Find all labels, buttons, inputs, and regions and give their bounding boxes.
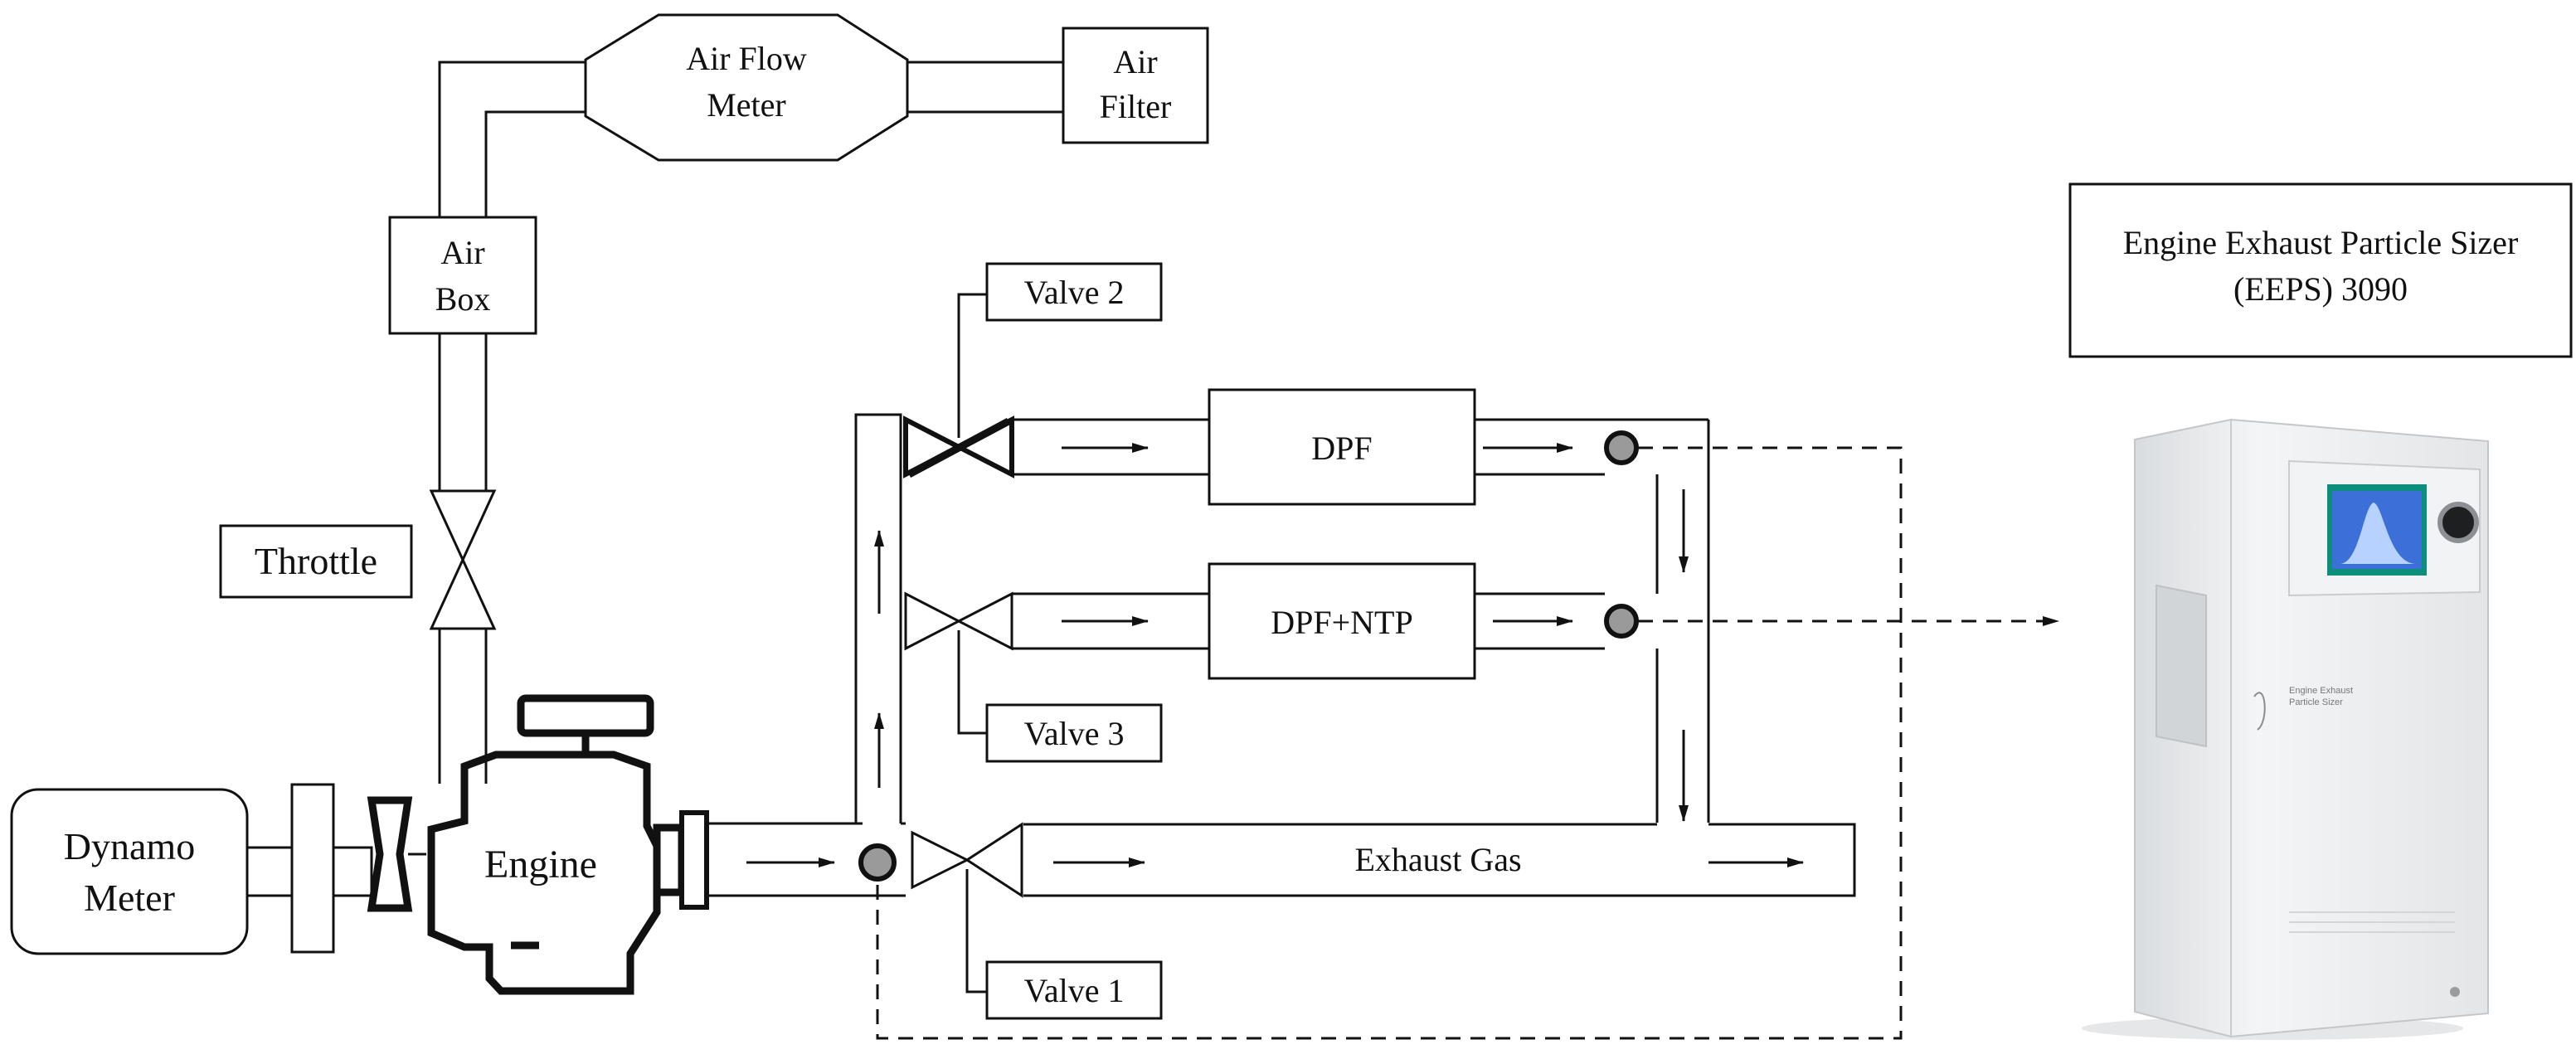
dpf-unit: DPF bbox=[1208, 388, 1476, 506]
device-logo-icon bbox=[2450, 987, 2460, 997]
valve-1 bbox=[911, 822, 1023, 993]
dynamo-meter: Dynamo Meter bbox=[10, 788, 249, 955]
air-filter-label-line2: Filter bbox=[1100, 88, 1172, 125]
valve-2 bbox=[903, 293, 1014, 478]
valve-2-label-box: Valve 2 bbox=[985, 262, 1163, 322]
dpf-branch-pipe bbox=[1012, 418, 1708, 476]
valve-1-label: Valve 1 bbox=[1023, 972, 1124, 1009]
device-brand-line1: Engine Exhaust bbox=[2289, 686, 2353, 696]
throttle-label: Throttle bbox=[255, 540, 377, 582]
air-box: Air Box bbox=[388, 216, 537, 335]
dynamo-meter-label-line1: Dynamo bbox=[64, 825, 195, 867]
engine-label: Engine bbox=[484, 843, 597, 887]
valve-2-label: Valve 2 bbox=[1023, 274, 1124, 311]
eeps-label-line2: (EEPS) 3090 bbox=[2233, 270, 2408, 308]
exhaust-gas-pipe: Exhaust Gas bbox=[1023, 823, 1856, 897]
throttle-label-box: Throttle bbox=[219, 524, 413, 599]
valve-3 bbox=[904, 591, 1013, 735]
eeps-label-box: Engine Exhaust Particle Sizer (EEPS) 309… bbox=[2068, 182, 2573, 358]
dpf-ntp-unit: DPF+NTP bbox=[1208, 562, 1476, 680]
valve-3-label-box: Valve 3 bbox=[985, 703, 1163, 763]
dpf-ntp-branch-pipe bbox=[1012, 592, 1605, 650]
dynamo-meter-label-line2: Meter bbox=[84, 877, 175, 919]
engine-icon: Engine bbox=[427, 694, 709, 995]
exhaust-pipe-main bbox=[707, 413, 906, 897]
air-flow-meter-label-line1: Air Flow bbox=[686, 40, 807, 77]
eeps-label-line1: Engine Exhaust Particle Sizer bbox=[2123, 224, 2519, 261]
flow-arrows bbox=[746, 443, 1804, 867]
particle-sizer-instrument: Engine Exhaust Particle Sizer bbox=[2082, 418, 2489, 1040]
sampling-lines bbox=[876, 446, 2059, 1040]
device-brand-line2: Particle Sizer bbox=[2289, 697, 2343, 707]
sample-port-icon bbox=[858, 430, 1639, 882]
dpf-label: DPF bbox=[1311, 430, 1372, 467]
dpf-ntp-label: DPF+NTP bbox=[1271, 604, 1413, 641]
throttle-valve bbox=[429, 489, 497, 630]
valve-1-label-box: Valve 1 bbox=[985, 960, 1163, 1020]
air-filter: Air Filter bbox=[1062, 27, 1209, 144]
air-box-label-line1: Air bbox=[440, 234, 484, 271]
drive-shaft bbox=[245, 783, 426, 954]
air-box-label-line2: Box bbox=[435, 280, 491, 318]
collector-pipe bbox=[1655, 420, 1710, 823]
valve-3-label: Valve 3 bbox=[1023, 715, 1124, 752]
air-flow-meter: Air Flow Meter bbox=[584, 13, 909, 162]
air-flow-meter-label-line2: Meter bbox=[707, 86, 786, 124]
exhaust-gas-label: Exhaust Gas bbox=[1354, 841, 1521, 878]
device-knob-icon bbox=[2437, 502, 2479, 543]
air-filter-label-line1: Air bbox=[1113, 43, 1157, 80]
